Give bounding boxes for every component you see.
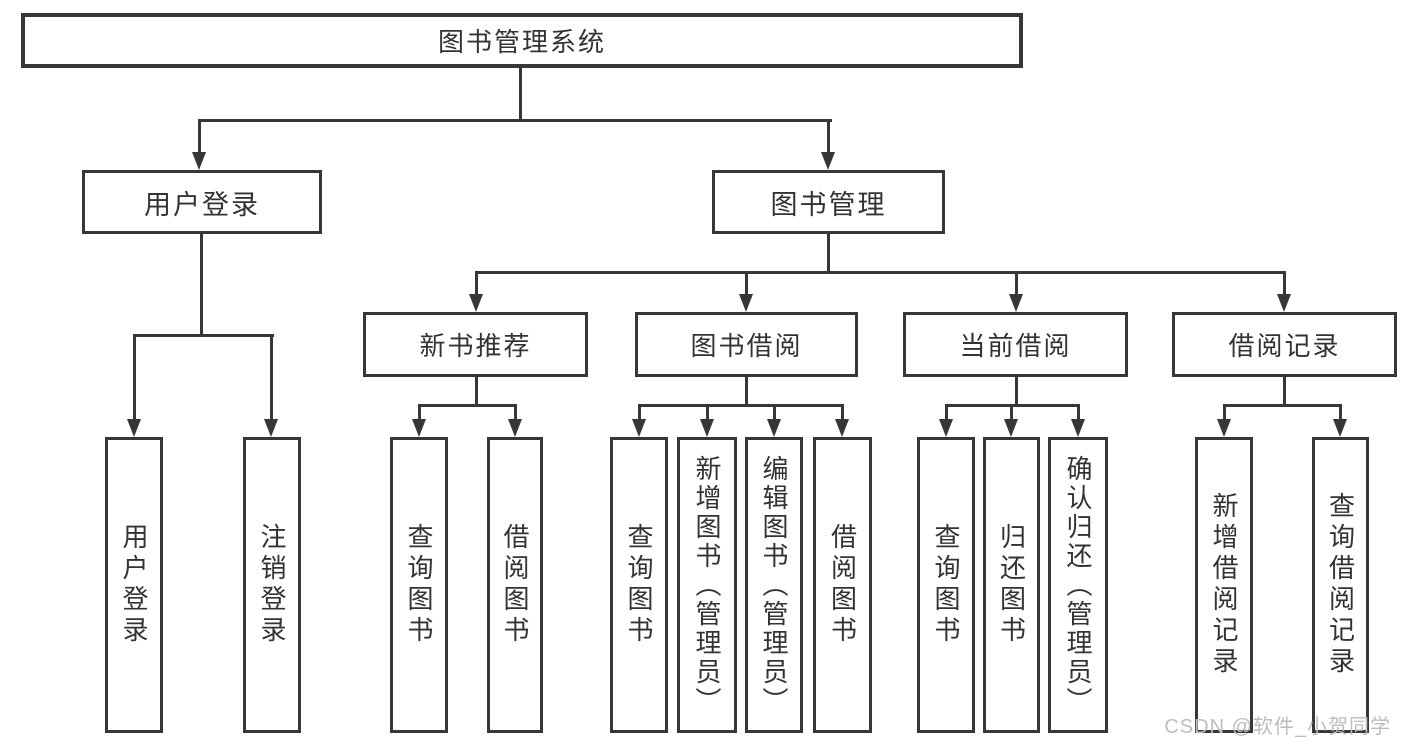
- connector-borrow-drop-1: [638, 404, 641, 421]
- node-user-login: 用户登录: [82, 170, 322, 234]
- connector-current-stem: [1015, 377, 1018, 406]
- node-book-borrow: 图书借阅: [635, 312, 858, 377]
- connector-record-drop-1: [1223, 404, 1226, 421]
- arrowhead-icon: [632, 419, 646, 437]
- node-borrow-record: 借阅记录: [1172, 312, 1397, 377]
- connector-current-drop-3: [1077, 404, 1080, 421]
- connector-recommend-rail: [418, 404, 517, 407]
- connector-current-drop-2: [1010, 404, 1013, 421]
- node-new-book-recommend: 新书推荐: [363, 312, 588, 377]
- arrowhead-icon: [700, 419, 714, 437]
- node-label: 用户登录: [119, 523, 149, 647]
- connector-user-drop-1: [133, 334, 136, 420]
- leaf-add-book-admin: 新增图书（管理员）: [677, 437, 737, 733]
- arrowhead-icon: [821, 152, 835, 170]
- connector-book-drop-1: [475, 271, 478, 297]
- arrowhead-icon: [192, 152, 206, 170]
- node-label: 查询图书: [624, 523, 654, 647]
- leaf-query-book-borrow: 查询图书: [610, 437, 668, 733]
- leaf-user-login: 用户登录: [105, 437, 163, 733]
- node-label: 借阅图书: [500, 523, 530, 647]
- node-root-system: 图书管理系统: [21, 13, 1023, 68]
- arrowhead-icon: [1217, 419, 1231, 437]
- connector-recommend-stem: [475, 377, 478, 406]
- node-label: 确认归还（管理员）: [1063, 454, 1093, 716]
- arrowhead-icon: [469, 294, 483, 312]
- node-label: 图书借阅: [690, 331, 803, 361]
- node-label: 借阅记录: [1228, 331, 1341, 361]
- leaf-query-book-recommend: 查询图书: [390, 437, 448, 733]
- connector-root-rail: [198, 119, 832, 122]
- connector-book-drop-2: [745, 271, 748, 297]
- arrowhead-icon: [508, 419, 522, 437]
- node-label: 当前借阅: [959, 331, 1072, 361]
- connector-record-rail: [1223, 404, 1342, 407]
- connector-record-drop-2: [1339, 404, 1342, 421]
- connector-recommend-drop-2: [514, 404, 517, 421]
- leaf-confirm-return-admin: 确认归还（管理员）: [1048, 437, 1108, 733]
- arrowhead-icon: [1071, 419, 1085, 437]
- leaf-borrow-book-recommend: 借阅图书: [487, 437, 543, 733]
- connector-user-stem: [200, 233, 203, 336]
- node-label: 图书管理系统: [437, 27, 606, 57]
- connector-user-rail: [133, 334, 274, 337]
- node-label: 注销登录: [257, 523, 287, 647]
- node-label: 查询借阅记录: [1325, 492, 1356, 678]
- node-label: 新书推荐: [419, 331, 532, 361]
- arrowhead-icon: [1004, 419, 1018, 437]
- connector-root-stem: [519, 68, 522, 121]
- connector-record-stem: [1283, 377, 1286, 406]
- arrowhead-icon: [939, 419, 953, 437]
- connector-borrow-drop-3: [773, 404, 776, 421]
- connector-borrow-rail: [638, 404, 843, 407]
- node-current-borrow: 当前借阅: [903, 312, 1128, 377]
- connector-book-drop-4: [1283, 271, 1286, 297]
- watermark: CSDN @软件_小贺同学: [1164, 716, 1391, 738]
- leaf-query-book-current: 查询图书: [917, 437, 975, 733]
- arrowhead-icon: [835, 419, 849, 437]
- leaf-add-borrow-record: 新增借阅记录: [1195, 437, 1253, 733]
- arrowhead-icon: [1333, 419, 1347, 437]
- leaf-return-book: 归还图书: [983, 437, 1040, 733]
- node-label: 用户登录: [144, 189, 260, 220]
- connector-root-drop-right: [827, 119, 830, 155]
- arrowhead-icon: [264, 419, 278, 437]
- arrowhead-icon: [739, 294, 753, 312]
- node-label: 归还图书: [996, 523, 1027, 647]
- node-label: 编辑图书（管理员）: [759, 454, 789, 716]
- connector-current-drop-1: [945, 404, 948, 421]
- connector-book-drop-3: [1015, 271, 1018, 297]
- connector-recommend-drop-1: [418, 404, 421, 421]
- connector-borrow-stem: [745, 377, 748, 406]
- arrowhead-icon: [127, 419, 141, 437]
- leaf-borrow-book: 借阅图书: [813, 437, 872, 733]
- node-label: 新增借阅记录: [1209, 492, 1239, 678]
- leaf-logout: 注销登录: [243, 437, 301, 733]
- node-label: 新增图书（管理员）: [692, 454, 722, 716]
- arrowhead-icon: [1277, 294, 1291, 312]
- connector-book-stem: [827, 234, 830, 274]
- connector-borrow-drop-2: [706, 404, 709, 421]
- node-label: 图书管理: [770, 189, 887, 220]
- arrowhead-icon: [767, 419, 781, 437]
- node-label: 查询图书: [404, 523, 434, 647]
- leaf-edit-book-admin: 编辑图书（管理员）: [745, 437, 803, 733]
- node-book-management: 图书管理: [712, 170, 945, 234]
- connector-root-drop-left: [198, 119, 201, 155]
- arrowhead-icon: [412, 419, 426, 437]
- connector-user-drop-2: [270, 334, 273, 420]
- node-label: 查询图书: [931, 523, 961, 647]
- connector-book-rail: [475, 271, 1286, 274]
- connector-borrow-drop-4: [841, 404, 844, 421]
- leaf-query-borrow-record: 查询借阅记录: [1312, 437, 1369, 733]
- arrowhead-icon: [1009, 294, 1023, 312]
- node-label: 借阅图书: [827, 523, 858, 647]
